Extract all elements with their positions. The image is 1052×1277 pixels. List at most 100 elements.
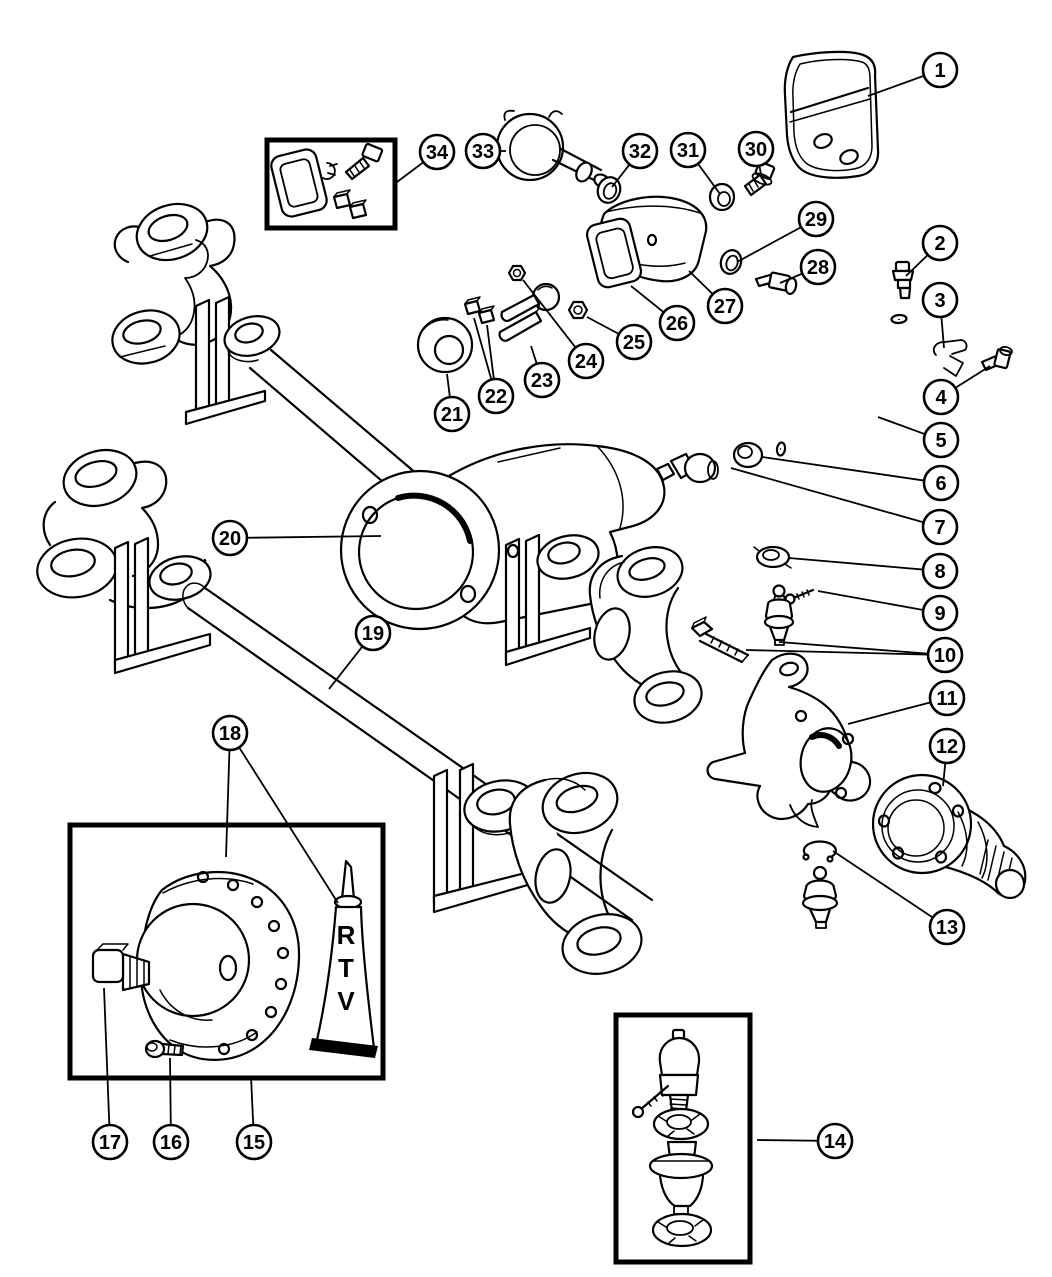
- callout-34[interactable]: [418, 133, 456, 171]
- part-line: [796, 589, 810, 600]
- callout-number-33: 33: [472, 141, 494, 163]
- part-line: [169, 239, 209, 339]
- part-line: [657, 1113, 701, 1137]
- callout-18[interactable]: [211, 714, 249, 752]
- leader-line-24: [522, 279, 577, 349]
- leader-line-15: [250, 1075, 255, 1126]
- part-line: [395, 492, 473, 544]
- part-line: [146, 1042, 158, 1052]
- callout-22[interactable]: [477, 377, 515, 415]
- callout-number-3: 3: [934, 290, 945, 312]
- clip: [463, 299, 482, 316]
- callout-6[interactable]: [922, 464, 960, 502]
- part-line: [666, 1220, 694, 1236]
- part-line: [234, 322, 264, 344]
- yoke-ear: [36, 537, 118, 599]
- spring-bracket-plate: [432, 768, 449, 906]
- part-line: [595, 227, 634, 280]
- part-line: [478, 305, 495, 314]
- callout-11[interactable]: [928, 679, 966, 717]
- callout-1[interactable]: [921, 51, 959, 89]
- callout-number-5: 5: [935, 430, 946, 452]
- part-line: [719, 249, 743, 275]
- part-line: [333, 189, 351, 198]
- callout-15[interactable]: [235, 1123, 273, 1161]
- callout-number-8: 8: [934, 561, 945, 583]
- callout-32[interactable]: [621, 132, 659, 170]
- callout-3[interactable]: [921, 281, 959, 319]
- callout-24[interactable]: [567, 342, 605, 380]
- leader-line-10: [778, 641, 929, 655]
- callout-7[interactable]: [921, 508, 959, 546]
- callout-21[interactable]: [433, 395, 471, 433]
- part-line: [509, 124, 561, 176]
- callout-10[interactable]: [926, 636, 964, 674]
- leader-line-19: [328, 645, 364, 690]
- leader-line-13: [832, 850, 934, 919]
- callout-33[interactable]: [464, 132, 502, 170]
- callout-19[interactable]: [354, 614, 392, 652]
- callout-8[interactable]: [921, 552, 959, 590]
- part-line: [658, 1073, 700, 1097]
- callout-number-22: 22: [485, 386, 507, 408]
- part-line: [113, 632, 212, 675]
- part-line: [792, 58, 873, 172]
- callout-9[interactable]: [921, 594, 959, 632]
- part-line: [113, 225, 144, 264]
- callout-17[interactable]: [91, 1123, 129, 1161]
- part-line: [801, 894, 839, 912]
- part-line: [279, 158, 319, 208]
- part-line: [169, 1031, 258, 1048]
- part-line: [890, 313, 908, 325]
- callout-28[interactable]: [799, 248, 837, 286]
- callout-30[interactable]: [737, 130, 775, 168]
- yoke-ear: [62, 449, 138, 507]
- part-line: [459, 584, 477, 604]
- callout-27[interactable]: [706, 287, 744, 325]
- vacuum-shift-motor: [495, 109, 613, 189]
- callout-12[interactable]: [928, 727, 966, 765]
- leader-line-23: [530, 345, 538, 365]
- leader-line-29: [736, 226, 802, 263]
- leader-line-14: [756, 1139, 819, 1142]
- leader-line-7: [730, 467, 924, 524]
- callout-5[interactable]: [922, 421, 960, 459]
- leader-line-5: [877, 416, 926, 436]
- part-line: [725, 254, 739, 272]
- callout-number-9: 9: [934, 603, 945, 625]
- callout-25[interactable]: [615, 323, 653, 361]
- callout-4[interactable]: [922, 378, 960, 416]
- ball-joint-kit-box: [613, 1012, 753, 1265]
- part-line: [934, 850, 948, 864]
- bolt-shaft: [698, 632, 750, 664]
- callout-13[interactable]: [928, 908, 966, 946]
- part-line: [159, 562, 193, 586]
- kit-retainer: [652, 1107, 710, 1141]
- callout-14[interactable]: [816, 1122, 854, 1160]
- callout-26[interactable]: [658, 304, 696, 342]
- callout-number-19: 19: [362, 623, 384, 645]
- callout-29[interactable]: [797, 200, 835, 238]
- callout-2[interactable]: [921, 224, 959, 262]
- part-line: [555, 784, 599, 814]
- leader-line-18: [225, 749, 231, 858]
- spring-bracket-plate: [113, 540, 130, 670]
- part-line: [96, 943, 129, 951]
- callout-23[interactable]: [523, 361, 561, 399]
- callout-number-7: 7: [934, 517, 945, 539]
- callout-31[interactable]: [669, 131, 707, 169]
- leader-line-8: [788, 557, 924, 571]
- kit-bolt-head: [361, 142, 384, 163]
- part-line: [683, 452, 717, 484]
- part-line: [576, 926, 622, 956]
- callout-16[interactable]: [152, 1123, 190, 1161]
- yoke-ear: [633, 670, 703, 724]
- part-line: [503, 109, 563, 121]
- callout-20[interactable]: [211, 519, 249, 557]
- hardware-kit-box: [264, 137, 398, 231]
- callout-number-23: 23: [531, 370, 553, 392]
- callout-number-20: 20: [219, 528, 241, 550]
- yoke-ear: [561, 913, 643, 975]
- part-line: [218, 954, 238, 982]
